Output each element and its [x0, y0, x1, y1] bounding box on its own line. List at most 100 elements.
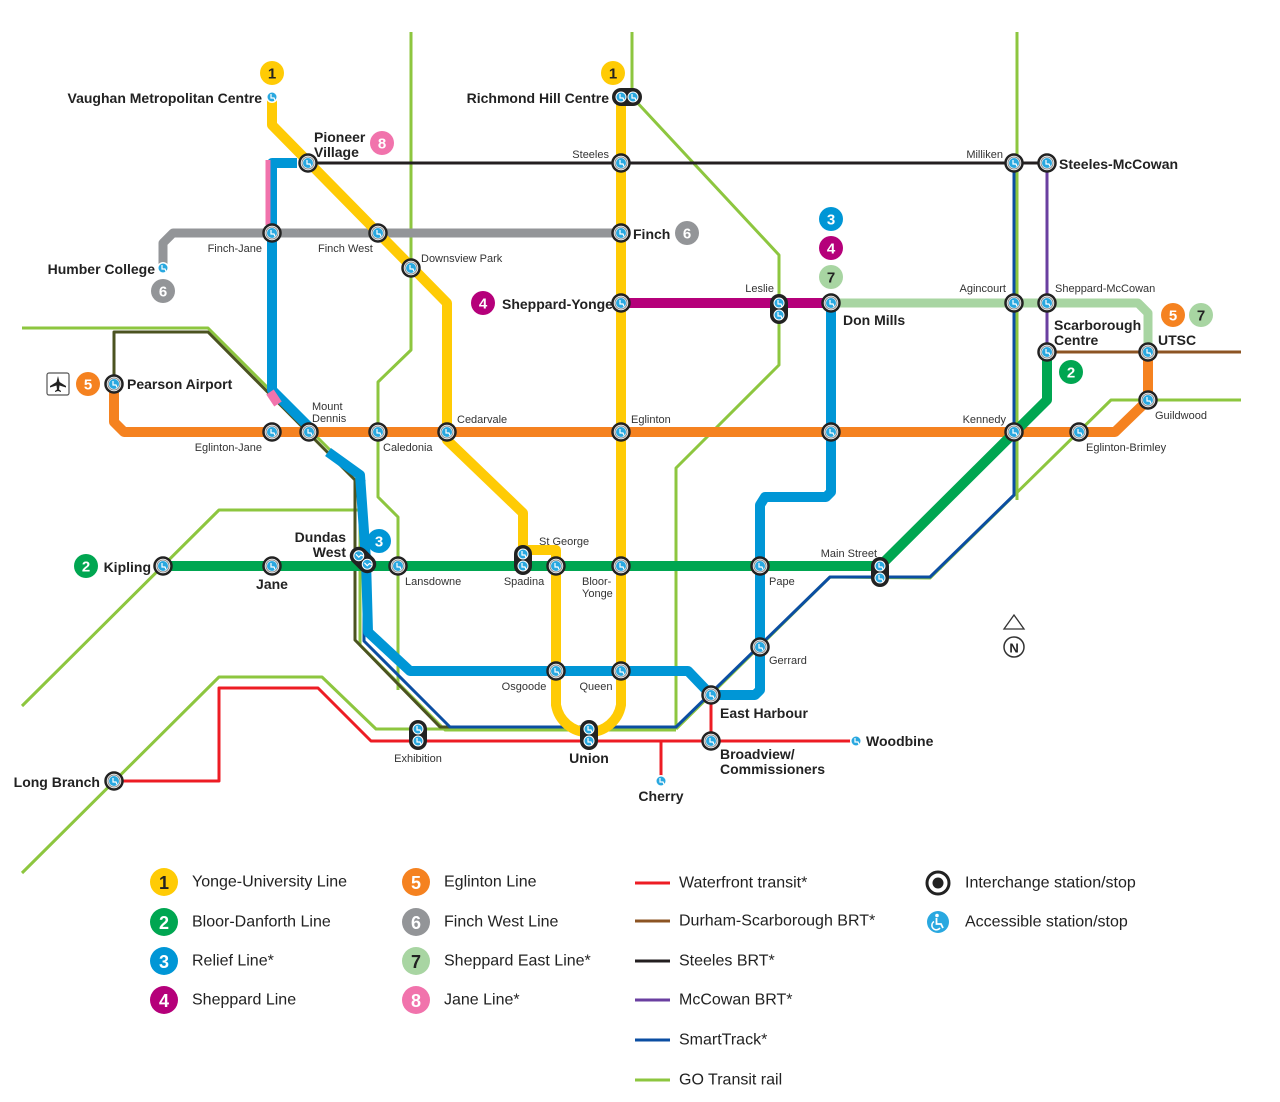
station-finch-jane[interactable] [262, 223, 282, 243]
station-gerrard[interactable] [750, 637, 770, 657]
go-line-milton[interactable] [20, 508, 360, 708]
station-eglinton-relief[interactable] [821, 422, 841, 442]
station-cherry[interactable] [655, 775, 667, 787]
station-union[interactable] [580, 720, 598, 750]
svg-text:1: 1 [268, 66, 276, 83]
label-sheppard-yonge: Sheppard-Yonge [502, 296, 613, 312]
station-main-street[interactable] [871, 557, 889, 587]
label-sheppard-mccowan: Sheppard-McCowan [1055, 283, 1155, 295]
station-humber-college[interactable] [157, 262, 169, 274]
label-lansdowne: Lansdowne [405, 576, 461, 588]
station-eglinton-brimley[interactable] [1069, 422, 1089, 442]
smarttrack-line[interactable] [362, 163, 1016, 729]
waterfront-line-west[interactable] [114, 686, 856, 783]
station-mount-dennis[interactable] [299, 422, 319, 442]
svg-text:Sheppard Line: Sheppard Line [192, 992, 296, 1009]
station-agincourt[interactable] [1004, 293, 1024, 313]
station-jane[interactable] [262, 556, 282, 576]
station-pearson-airport[interactable] [104, 374, 124, 394]
relief-line-south[interactable] [325, 303, 836, 700]
label-pioneer-village-2: Village [314, 144, 359, 160]
accessible-icon [267, 561, 277, 571]
station-osgoode[interactable] [546, 661, 566, 681]
station-long-branch[interactable] [104, 771, 124, 791]
label-steeles: Steeles [572, 149, 609, 161]
accessible-icon [158, 561, 168, 571]
station-milliken[interactable] [1004, 153, 1024, 173]
accessible-icon [373, 228, 383, 238]
svg-text:Steeles BRT*: Steeles BRT* [679, 953, 775, 970]
station-richmond-hill[interactable] [612, 88, 642, 106]
label-cherry: Cherry [638, 788, 683, 804]
label-don-mills: Don Mills [843, 312, 905, 328]
label-richmond-hill: Richmond Hill Centre [467, 90, 610, 106]
go-line-barrie[interactable] [376, 32, 413, 690]
label-queen: Queen [579, 681, 612, 693]
station-lansdowne[interactable] [388, 556, 408, 576]
sheppard-east-line[interactable] [831, 298, 1153, 352]
jane-line-south[interactable] [266, 389, 282, 407]
station-scarborough-centre[interactable] [1037, 342, 1057, 362]
station-leslie[interactable] [770, 294, 788, 324]
label-eglinton-brimley: Eglinton-Brimley [1086, 442, 1167, 454]
interchange-icon [925, 870, 951, 896]
station-eglinton[interactable] [611, 422, 631, 442]
svg-text:Sheppard East Line*: Sheppard East Line* [444, 953, 591, 970]
station-kennedy[interactable] [1004, 422, 1024, 442]
accessible-icon [354, 551, 364, 561]
label-east-harbour: East Harbour [720, 705, 808, 721]
station-woodbine[interactable] [850, 735, 862, 747]
station-steeles-mccowan[interactable] [1037, 153, 1057, 173]
station-st-george[interactable] [514, 545, 532, 575]
svg-text:Accessible station/stop: Accessible station/stop [965, 914, 1128, 931]
accessible-icon [1042, 347, 1052, 357]
station-sheppard-mccowan[interactable] [1037, 293, 1057, 313]
label-st-george: St George [539, 536, 589, 548]
label-eglinton: Eglinton [631, 414, 671, 426]
station-eglinton-jane[interactable] [262, 422, 282, 442]
label-milliken: Milliken [966, 149, 1003, 161]
station-guildwood[interactable] [1138, 390, 1158, 410]
finch-west-line[interactable] [158, 228, 621, 268]
station-finch-west[interactable] [368, 223, 388, 243]
accessible-icon [755, 561, 765, 571]
label-utsc: UTSC [1158, 332, 1196, 348]
station-downsview-park[interactable] [401, 258, 421, 278]
legend-smarttrack: SmartTrack* [635, 1032, 767, 1049]
legend-mccowan-brt: McCowan BRT* [635, 992, 793, 1009]
station-east-harbour[interactable] [701, 685, 721, 705]
station-don-mills[interactable] [821, 293, 841, 313]
label-pearson-airport: Pearson Airport [127, 376, 233, 392]
go-line-lakeshore-west[interactable] [20, 675, 445, 875]
station-caledonia[interactable] [368, 422, 388, 442]
station-kipling[interactable] [153, 556, 173, 576]
station-finch[interactable] [611, 223, 631, 243]
station-queen[interactable] [611, 661, 631, 681]
station-pape[interactable] [750, 556, 770, 576]
station-utsc[interactable] [1138, 342, 1158, 362]
station-dundas-west[interactable] [346, 543, 380, 577]
label-broadview-2: Commissioners [720, 761, 825, 777]
station-cedarvale[interactable] [437, 422, 457, 442]
station-exhibition[interactable] [409, 720, 427, 750]
station-broadview[interactable] [701, 731, 721, 751]
station-pioneer-village[interactable] [298, 153, 318, 173]
station-steeles[interactable] [611, 153, 631, 173]
station-spadina[interactable] [546, 556, 566, 576]
station-bloor-yonge[interactable] [611, 556, 631, 576]
label-mount-dennis-2: Dennis [312, 413, 347, 425]
stations [104, 88, 1158, 791]
label-agincourt: Agincourt [960, 283, 1006, 295]
station-sheppard-yonge[interactable] [611, 293, 631, 313]
svg-text:Interchange station/stop: Interchange station/stop [965, 875, 1136, 892]
legend-interchange: Interchange station/stop [925, 870, 1136, 896]
station-vaughan[interactable] [266, 91, 278, 103]
up-express-line[interactable] [112, 330, 589, 729]
line-badges: 1 1 8 6 6 3 4 7 4 5 7 2 5 3 2 [74, 61, 1213, 578]
relief-line-north[interactable] [267, 158, 313, 431]
label-caledonia: Caledonia [383, 442, 433, 454]
badge-line-5: 5 [1161, 303, 1185, 327]
